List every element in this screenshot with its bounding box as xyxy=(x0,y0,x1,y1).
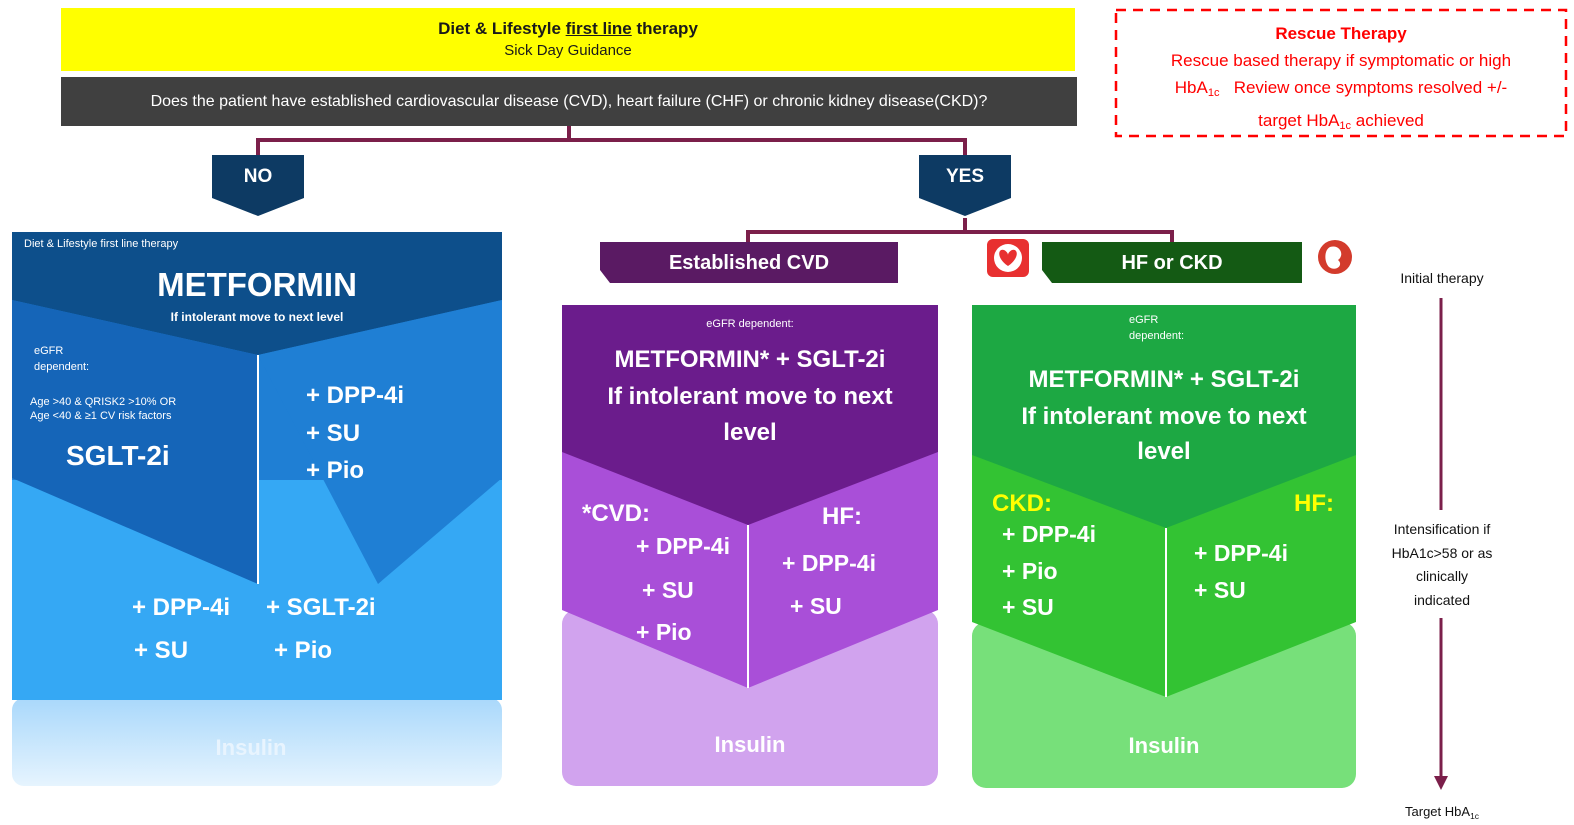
hf-left-item-3: + SU xyxy=(1002,594,1054,620)
no-egfr-2: dependent: xyxy=(34,361,90,373)
question-text: Does the patient have established cardio… xyxy=(150,93,988,110)
heart-icon xyxy=(987,239,1029,277)
hf-line3: level xyxy=(1137,438,1191,465)
cvd-left-item-3: + Pio xyxy=(636,619,692,645)
no-bottom-right-1: + SGLT-2i xyxy=(266,594,376,621)
cvd-egfr: eGFR dependent: xyxy=(706,318,794,330)
cvd-header-shape xyxy=(600,242,898,283)
hf-header-shape xyxy=(1042,242,1302,283)
no-bottom-right-2: + Pio xyxy=(274,637,333,664)
hf-insulin: Insulin xyxy=(1128,733,1200,758)
no-egfr-1: eGFR xyxy=(34,345,64,357)
cvd-lower-shape xyxy=(562,452,938,688)
no-top-shape xyxy=(12,232,502,355)
connector-yes xyxy=(746,218,1174,242)
cvd-line1: METFORMIN* + SGLT-2i xyxy=(614,346,886,373)
no-chevron-left xyxy=(12,300,258,584)
rescue-line1: Rescue based therapy if symptomatic or h… xyxy=(1170,51,1512,70)
no-intolerant: If intolerant move to next level xyxy=(170,310,344,324)
rescue-line3: target HbA1c achieved xyxy=(1258,111,1424,132)
connector-top xyxy=(256,125,967,158)
hf-header: HF or CKD xyxy=(1121,252,1223,274)
hf-top-shape xyxy=(972,305,1356,528)
cvd-insulin-box xyxy=(562,610,938,786)
side-initial-therapy: Initial therapy xyxy=(1400,270,1484,286)
rescue-title: Rescue Therapy xyxy=(1275,24,1407,43)
rescue-box-border xyxy=(1114,8,1568,138)
hf-right-title: HF: xyxy=(1294,490,1334,517)
yes-arrow-shape xyxy=(919,155,1011,216)
kidney-icon xyxy=(1318,240,1352,274)
no-sglt: SGLT-2i xyxy=(66,440,170,471)
cvd-header: Established CVD xyxy=(668,252,830,274)
no-right-item-3: + Pio xyxy=(306,457,365,484)
cvd-right-title: HF: xyxy=(822,503,862,530)
no-insulin-box xyxy=(12,698,502,786)
header-title: Diet & Lifestyle first line therapy xyxy=(438,19,698,38)
no-age-1: Age >40 & QRISK2 >10% OR xyxy=(30,396,177,408)
no-arrow-shape xyxy=(212,155,304,216)
side-intens-1: Intensification if xyxy=(1393,521,1491,537)
side-intens-4: indicated xyxy=(1413,591,1471,608)
side-intensification: Intensification if HbA1c>58 or as clinic… xyxy=(1362,518,1522,612)
side-arrow-head xyxy=(1434,776,1448,790)
header-subtitle: Sick Day Guidance xyxy=(504,42,632,59)
rescue-line2: HbA1c Review once symptoms resolved +/- xyxy=(1174,78,1508,99)
hf-lower-shape xyxy=(972,455,1356,697)
hf-line1: METFORMIN* + SGLT-2i xyxy=(1028,366,1300,393)
side-target: Target HbA1c xyxy=(1405,804,1479,821)
no-label: NO xyxy=(243,166,273,187)
hf-right-item-1: + DPP-4i xyxy=(1194,540,1288,566)
no-metformin: METFORMIN xyxy=(157,266,357,303)
yes-label: YES xyxy=(945,166,985,187)
side-intens-3: clinically xyxy=(1415,568,1469,584)
hf-left-title: CKD: xyxy=(992,490,1052,517)
cvd-line2: If intolerant move to next xyxy=(607,383,893,410)
cvd-line3: level xyxy=(723,419,777,446)
no-right-item-2: + SU xyxy=(306,420,361,447)
rescue-box: Rescue Therapy Rescue based therapy if s… xyxy=(1118,20,1564,140)
header-banner: Diet & Lifestyle first line therapy Sick… xyxy=(61,8,1075,71)
no-bottom-left-2: + SU xyxy=(134,637,189,664)
cvd-left-item-1: + DPP-4i xyxy=(636,533,730,559)
no-chevron-right xyxy=(258,300,502,584)
cvd-top-shape xyxy=(562,305,938,525)
no-age-2: Age <40 & ≥1 CV risk factors xyxy=(30,410,172,422)
cvd-left-title: *CVD: xyxy=(582,500,651,527)
no-bottom-left-1: + DPP-4i xyxy=(132,594,231,621)
hf-left-item-2: + Pio xyxy=(1002,558,1058,584)
cvd-left-item-2: + SU xyxy=(642,577,694,603)
hf-right-item-2: + SU xyxy=(1194,577,1246,603)
no-insulin: Insulin xyxy=(215,735,287,760)
no-right-item-1: + DPP-4i xyxy=(306,382,405,409)
hf-egfr-2: dependent: xyxy=(1129,330,1185,342)
hf-insulin-box xyxy=(972,622,1356,788)
hf-left-item-1: + DPP-4i xyxy=(1002,521,1096,547)
hf-egfr-1: eGFR xyxy=(1129,314,1159,326)
hf-line2: If intolerant move to next xyxy=(1021,403,1307,430)
cvd-insulin: Insulin xyxy=(714,732,786,757)
no-top-small: Diet & Lifestyle first line therapy xyxy=(24,238,179,250)
cvd-right-item-1: + DPP-4i xyxy=(782,550,876,576)
side-intens-2: HbA1c>58 or as xyxy=(1391,544,1493,561)
question-bar: Does the patient have established cardio… xyxy=(61,77,1077,126)
cvd-right-item-2: + SU xyxy=(790,593,842,619)
